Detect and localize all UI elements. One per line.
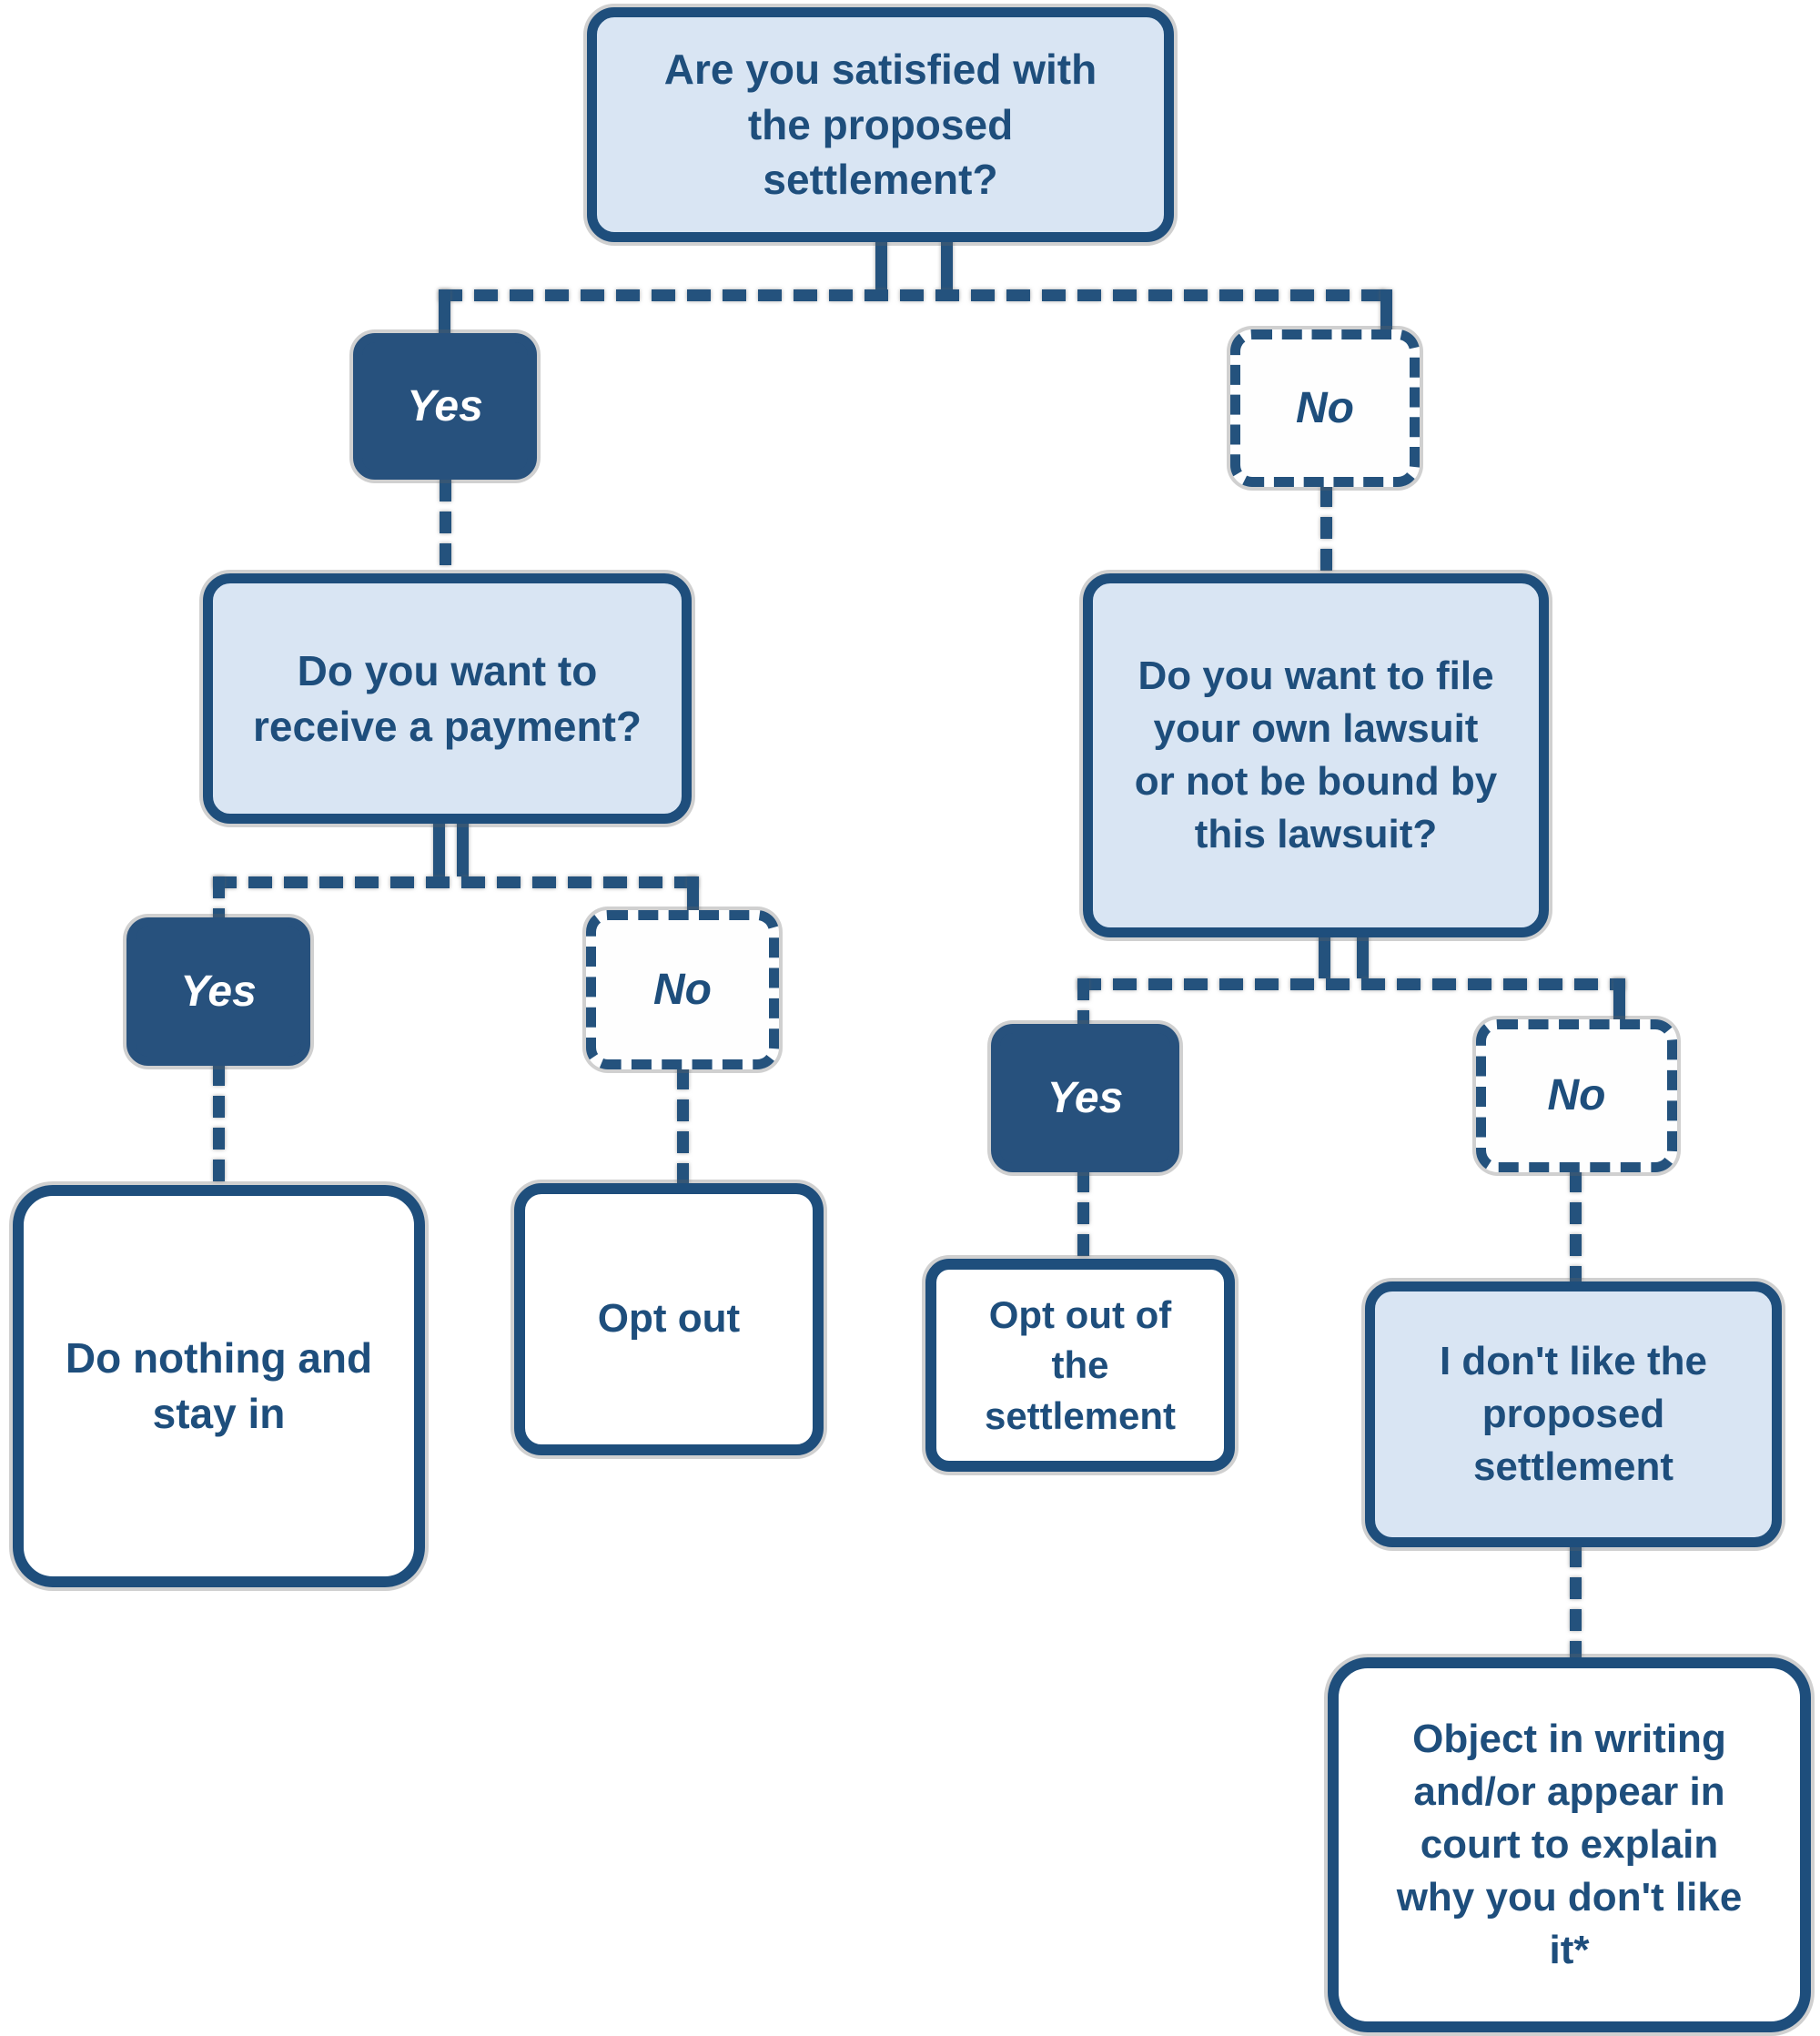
node-question-payment: Do you want to receive a payment? xyxy=(203,573,692,824)
node-yes-3: Yes xyxy=(991,1024,1179,1172)
node-no-1: No xyxy=(1230,329,1420,487)
node-yes-2-label: Yes xyxy=(180,967,257,1016)
connector-no3-dontlike xyxy=(1570,1170,1582,1281)
connector-level2-left-horizontal xyxy=(213,876,699,888)
connector-q1-stub-right xyxy=(941,239,953,289)
connector-drop-yes3 xyxy=(1077,978,1089,1024)
node-question-satisfied: Are you satisfied with the proposed sett… xyxy=(587,7,1174,242)
node-opt-out-label: Opt out xyxy=(597,1296,741,1342)
node-question-satisfied-label: Are you satisfied with the proposed sett… xyxy=(663,45,1097,204)
node-no-2-label: No xyxy=(653,965,712,1014)
node-question-own-lawsuit-label: Do you want to file your own lawsuit or … xyxy=(1134,653,1498,857)
connector-level1-horizontal xyxy=(439,289,1392,301)
node-opt-out: Opt out xyxy=(514,1183,824,1455)
node-yes-1: Yes xyxy=(353,333,537,480)
connector-drop-no2 xyxy=(687,876,699,913)
connector-no1-q3 xyxy=(1320,485,1332,573)
node-no-1-label: No xyxy=(1296,383,1354,432)
node-object-in-writing: Object in writing and/or appear in court… xyxy=(1328,1657,1811,2032)
connector-q3-stub-left xyxy=(1319,935,1330,978)
node-opt-out-of-settlement: Opt out of the settlement xyxy=(925,1259,1235,1472)
connector-drop-no1 xyxy=(1380,289,1392,333)
connector-dontlike-object xyxy=(1570,1545,1582,1657)
node-no-3: No xyxy=(1476,1019,1677,1172)
connector-q2-stub-right xyxy=(457,821,469,876)
node-yes-1-label: Yes xyxy=(407,381,483,430)
connector-yes3-optoutsettlement xyxy=(1077,1170,1089,1259)
node-question-payment-label: Do you want to receive a payment? xyxy=(252,646,642,750)
connector-drop-no3 xyxy=(1613,978,1625,1019)
connector-q3-stub-right xyxy=(1357,935,1369,978)
connector-no2-optout xyxy=(677,1068,689,1183)
node-yes-2: Yes xyxy=(126,917,310,1066)
connector-drop-yes1 xyxy=(439,289,450,337)
node-question-own-lawsuit: Do you want to file your own lawsuit or … xyxy=(1083,573,1549,937)
node-no-2: No xyxy=(586,910,779,1069)
node-object-in-writing-label: Object in writing and/or appear in court… xyxy=(1396,1716,1743,1973)
connector-q2-stub-left xyxy=(433,821,445,876)
node-dont-like-settlement: I don't like the proposed settlement xyxy=(1365,1281,1782,1547)
connector-level2-right-horizontal xyxy=(1077,978,1625,990)
connector-drop-yes2 xyxy=(213,876,225,919)
node-do-nothing-stay-in-label: Do nothing and stay in xyxy=(65,1334,373,1437)
node-dont-like-settlement-label: I don't like the proposed settlement xyxy=(1439,1338,1708,1490)
connector-yes2-donothing xyxy=(213,1064,225,1185)
node-no-3-label: No xyxy=(1547,1071,1606,1120)
connector-yes1-q2 xyxy=(440,480,451,573)
connector-q1-stub-left xyxy=(875,239,887,289)
node-opt-out-of-settlement-label: Opt out of the settlement xyxy=(984,1292,1177,1437)
node-do-nothing-stay-in: Do nothing and stay in xyxy=(13,1185,425,1587)
node-yes-3-label: Yes xyxy=(1046,1073,1124,1122)
